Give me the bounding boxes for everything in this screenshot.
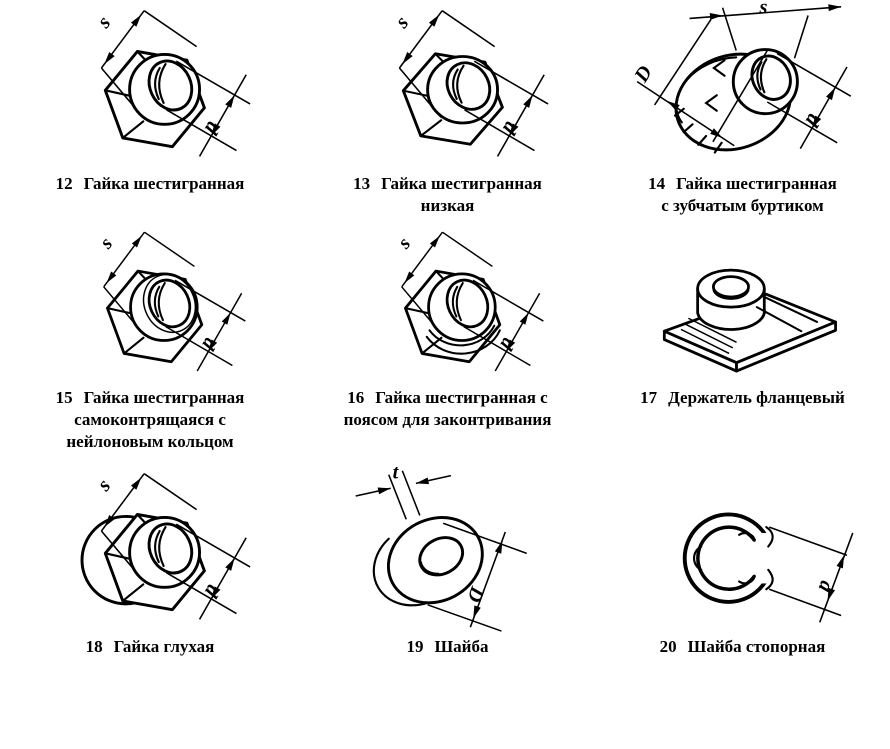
item-number: 13 (353, 174, 371, 193)
self-locking-nut-drawing (94, 231, 247, 372)
item-caption: 17 Держатель фланцевый (632, 387, 853, 409)
item-title: Гайка шестигранная с зубчатым буртиком (661, 174, 837, 216)
dim-label-t: t (392, 463, 399, 484)
catalog-item-14: s D d (595, 0, 890, 218)
item-title: Гайка шестигранная самоконтрящаяся с ней… (66, 388, 245, 452)
dim-t: t (355, 463, 451, 520)
item-number: 16 (347, 388, 365, 407)
item-title: Гайка шестигранная низкая (381, 174, 542, 216)
item-number: 19 (406, 637, 424, 656)
dim-d: d (766, 52, 851, 150)
dim-label-d: d (813, 578, 837, 596)
nut-body (103, 50, 206, 149)
dim-label-D: D (462, 583, 488, 606)
item-title: Гайка шестигранная с поясом для законтри… (343, 388, 552, 430)
flange-nut-drawing: s D d (629, 0, 851, 154)
dim-D: D (426, 522, 527, 632)
item-caption: 20 Шайба стопорная (652, 636, 834, 658)
lock-washer-drawing: d (682, 512, 854, 623)
dim-label-s: s (93, 12, 116, 33)
dim-d: d (768, 526, 854, 623)
catalog-item-18: 18 Гайка глухая (0, 461, 300, 710)
hex-nut-drawing: s d (93, 10, 251, 157)
item-title: Гайка глухая (113, 637, 215, 656)
holder-boss (695, 268, 766, 331)
hex-nut-low-drawing (389, 9, 549, 158)
thread-lines (755, 58, 767, 94)
item-number: 12 (55, 174, 73, 193)
catalog-item-19: t D 19 Шайба (300, 461, 595, 710)
item-number: 14 (648, 174, 666, 193)
dim-label-D: D (629, 62, 656, 87)
item-caption: 18 Гайка глухая (78, 636, 223, 658)
nut-body (731, 48, 799, 116)
dim-d: d (166, 60, 251, 157)
item-number: 20 (659, 637, 677, 656)
belt-nut-drawing (392, 231, 544, 372)
washer-drawing: t D (355, 463, 527, 632)
dim-label-s: s (758, 0, 767, 19)
item-title: Гайка шестигранная (83, 174, 245, 193)
dim-s: s (689, 0, 841, 59)
catalog-item-13: 13 Гайка шестигранная низкая (300, 0, 595, 218)
serration-ticks (673, 107, 723, 154)
item-number: 18 (85, 637, 103, 656)
holder-arm-edges (755, 295, 818, 333)
item-number: 17 (640, 388, 658, 407)
spring-lamination-lines (680, 317, 737, 355)
thread-lines (154, 63, 167, 105)
nylon-ring (142, 273, 197, 334)
catalog-item-17: 17 Держатель фланцевый (595, 218, 890, 461)
washer-body (372, 516, 484, 607)
serration-marks (703, 59, 726, 112)
flange-holder-drawing (662, 268, 837, 373)
item-caption: 19 Шайба (399, 636, 497, 658)
item-title: Держатель фланцевый (668, 388, 845, 407)
item-title: Шайба (434, 637, 489, 656)
item-number: 15 (55, 388, 73, 407)
item-title: Шайба стопорная (687, 637, 826, 656)
cap-nut-drawing (80, 472, 251, 621)
catalog-grid: s d 12 Гайка шестигранная (0, 0, 890, 710)
prong-curls (764, 526, 774, 591)
locking-belt (425, 324, 501, 355)
catalog-item-12: s d 12 Гайка шестигранная (0, 0, 300, 218)
item-caption: 13 Гайка шестигранная низкая (345, 173, 550, 217)
item-caption: 12 Гайка шестигранная (48, 173, 253, 195)
catalog-item-20: d 20 Шайба стопорная (595, 461, 890, 710)
lock-washer-body (682, 512, 821, 604)
